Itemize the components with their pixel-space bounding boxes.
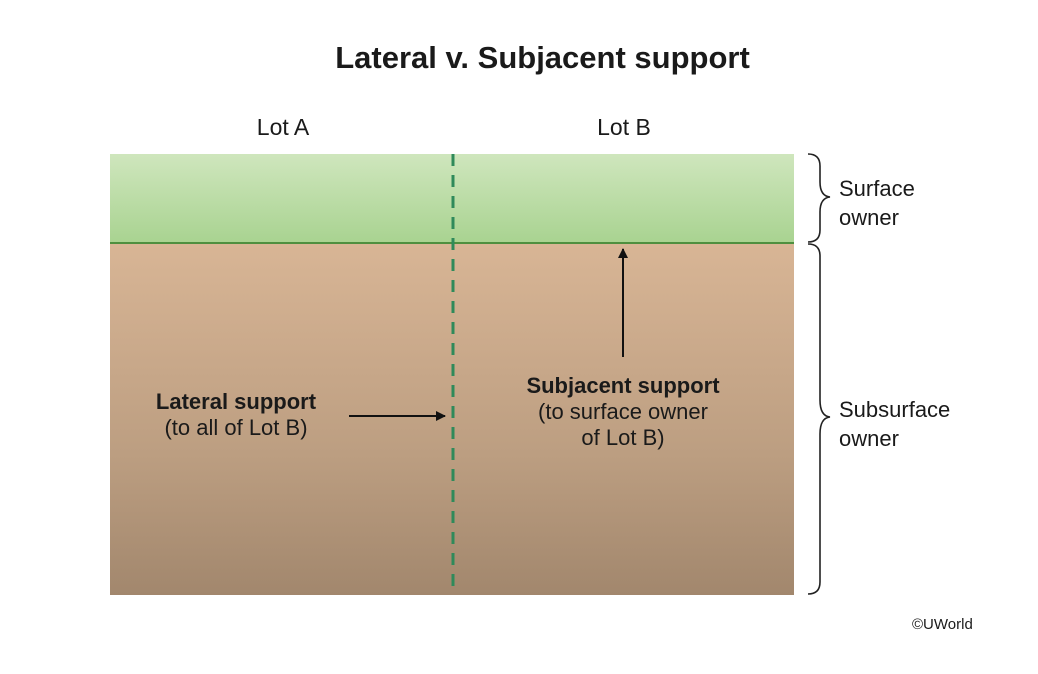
subjacent-support-detail-line1: (to surface owner [538,399,708,424]
subjacent-support-detail-line2: of Lot B) [581,425,665,450]
subjacent-support-label: Subjacent support (to surface owner of L… [488,373,758,451]
lot-a-label: Lot A [256,114,310,140]
lateral-support-detail: (to all of Lot B) [164,415,308,440]
surface-owner-line1: Surface [839,176,915,201]
subjacent-support-heading: Subjacent support [526,373,720,398]
land-cross-section [110,154,794,595]
diagram-title: Lateral v. Subjacent support [335,40,750,75]
subsurface-owner-brace [807,243,831,595]
lot-b-label: Lot B [597,114,651,140]
surface-owner-brace [807,153,831,243]
surface-owner-line2: owner [839,205,899,230]
lateral-support-heading: Lateral support [155,389,317,414]
subsurface-owner-line1: Subsurface [839,397,951,422]
subsurface-owner-label: Subsurface owner [839,395,950,453]
subsurface-owner-line2: owner [839,426,899,451]
copyright-notice: ©UWorld [912,616,973,633]
lot-boundary [451,154,455,595]
surface-owner-label: Surface owner [839,174,915,232]
lateral-support-label: Lateral support (to all of Lot B) [126,389,346,441]
